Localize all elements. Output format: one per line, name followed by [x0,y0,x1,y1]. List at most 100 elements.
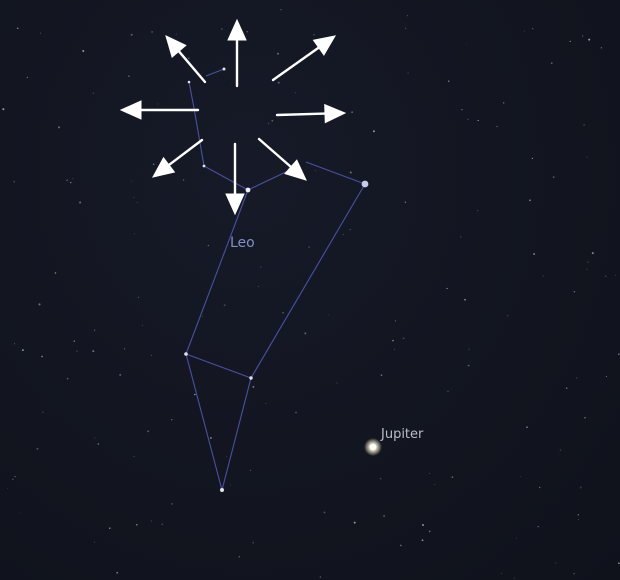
background-star [73,340,76,342]
background-star [151,354,152,356]
arrow-icon [257,137,307,181]
background-star [576,377,578,379]
background-star [526,426,528,429]
background-star [506,314,509,317]
background-star [496,125,498,128]
background-star [97,443,100,445]
leo-star [184,352,188,356]
background-star [451,476,454,478]
background-star [207,244,210,247]
background-star [503,102,505,104]
background-star [421,539,424,542]
leo-line [205,68,225,77]
background-star [38,303,41,306]
background-star [130,33,133,36]
background-star [94,541,95,543]
background-star [422,524,424,526]
background-star [336,382,338,384]
background-star [133,196,135,198]
background-star [40,32,41,34]
background-star [202,315,204,317]
background-star [133,233,135,235]
background-star [328,314,329,316]
background-star [141,324,143,326]
background-star [573,573,575,575]
background-star [14,343,16,345]
background-star [19,512,21,514]
background-star [569,40,571,43]
background-star [171,419,173,421]
background-star [446,287,448,290]
background-star [586,156,588,158]
background-star [566,387,568,389]
background-star [136,201,138,204]
background-star [42,411,44,414]
background-star [618,353,620,356]
background-star [226,456,228,458]
background-star [231,83,233,85]
background-star [584,417,586,419]
background-star [124,348,126,350]
leo-constellation-lines [185,68,366,491]
background-star [515,537,517,539]
background-star [137,296,140,298]
background-star [295,411,297,414]
background-star [271,119,274,122]
background-star [353,521,356,524]
background-star [170,502,173,505]
background-star [591,252,594,255]
background-star [188,57,190,59]
background-star [70,181,72,184]
background-star [157,103,159,105]
background-star [182,179,185,181]
background-star [577,519,579,521]
background-star [533,253,536,255]
jupiter-label: Jupiter [381,427,424,442]
background-star [395,320,397,322]
background-stars [2,9,620,579]
background-star [405,27,407,29]
background-star [372,130,375,133]
background-star [555,562,557,564]
background-star [161,523,164,526]
background-star [92,350,95,353]
leo-line [193,107,205,167]
background-star [133,456,135,458]
background-star [550,62,553,65]
background-star [380,374,383,376]
leo-star [202,164,206,168]
background-star [57,126,61,129]
background-star [531,157,534,160]
background-star [150,520,153,522]
background-star [36,447,39,450]
background-star [66,377,69,380]
background-star [152,163,155,166]
background-star [577,514,579,516]
background-star [252,385,255,388]
background-star [128,75,130,78]
background-star [252,541,255,544]
background-star [467,118,469,120]
leo-stars [184,67,369,492]
background-star [16,27,19,30]
meteor-radiant-arrows [119,18,347,216]
leo-star-denebola [361,180,369,188]
background-star [294,92,296,94]
background-star [400,544,402,547]
background-star [542,275,544,277]
leo-line [221,377,252,491]
background-star [464,298,467,301]
leo-line [247,169,291,191]
background-star [230,484,232,486]
background-star [194,393,196,396]
background-star [257,285,259,287]
background-star [220,28,223,30]
background-star [529,199,531,202]
leo-star [220,488,224,492]
background-star [116,571,119,574]
background-star [600,47,603,49]
background-star [351,111,354,114]
background-star [277,52,279,55]
background-star [537,526,539,528]
